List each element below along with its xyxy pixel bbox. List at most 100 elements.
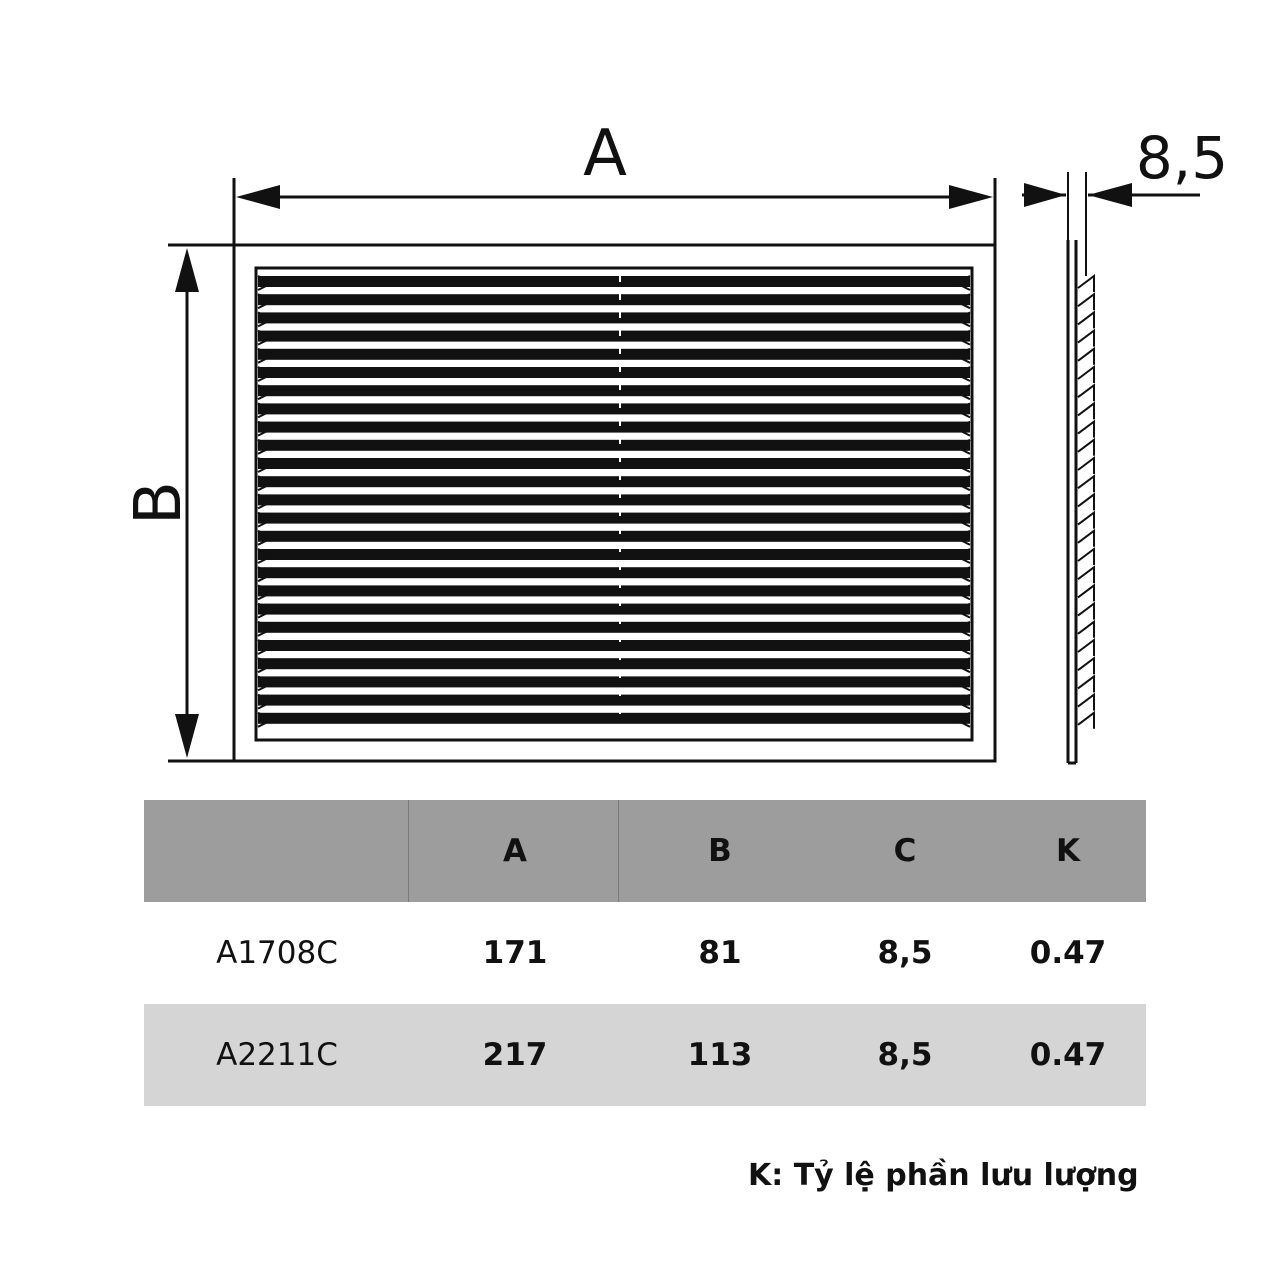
side-louver-tooth — [1077, 638, 1095, 656]
louver-end-mark — [257, 420, 275, 437]
side-louver-tooth — [1077, 437, 1095, 456]
header-cell-a: A — [503, 833, 527, 869]
louver-slat — [258, 621, 970, 633]
louver-end-mark — [953, 548, 971, 564]
side-louver-tooth — [1077, 274, 1095, 292]
value-cell-k: 0.47 — [1029, 935, 1107, 971]
louver-end-mark — [257, 493, 275, 510]
louver-slat — [258, 494, 970, 506]
louver-slat — [258, 712, 970, 724]
grille-side-view — [1066, 172, 1095, 765]
value-cell-c: 8,5 — [877, 935, 933, 971]
dimension-a-label: A — [583, 117, 627, 191]
louver-slat — [258, 640, 970, 651]
header-cell-c: C — [893, 833, 917, 869]
louver-end-mark — [257, 475, 275, 492]
header-divider — [618, 800, 619, 902]
value-cell-b: 113 — [687, 1037, 753, 1073]
side-louver-tooth — [1077, 346, 1095, 365]
model-cell: A1708C — [216, 935, 338, 971]
side-louver-tooth — [1077, 710, 1095, 729]
louver-end-mark — [953, 384, 971, 401]
louver-end-mark — [257, 639, 275, 655]
louver-slat — [258, 585, 970, 597]
louver-end-mark — [953, 275, 971, 291]
louver-slat — [258, 567, 970, 579]
louver-slat — [258, 276, 970, 287]
grille-front-view — [232, 243, 997, 763]
louver-end-mark — [257, 347, 275, 364]
side-louver-tooth — [1077, 583, 1095, 602]
louver-end-mark — [953, 620, 971, 637]
dimension-depth-label: 8,5 — [1136, 124, 1228, 192]
louver-end-mark — [953, 366, 971, 382]
spec-table: A B C K A1708C 171 81 8,5 0.47 A2211C 21… — [144, 800, 1146, 1106]
side-louver-tooth — [1077, 674, 1095, 693]
louver-end-mark — [953, 511, 971, 528]
louver-end-mark — [953, 475, 971, 492]
header-divider — [408, 800, 409, 902]
louver-end-mark — [953, 584, 971, 601]
louver-end-mark — [953, 329, 971, 346]
dimension-depth — [1022, 183, 1200, 207]
side-louver-tooth — [1077, 547, 1095, 565]
louver-end-mark — [257, 275, 275, 291]
side-louver-tooth — [1077, 474, 1095, 493]
louver-end-mark — [953, 602, 971, 619]
header-cell-b: B — [708, 833, 732, 869]
louver-slat — [258, 439, 970, 451]
louver-end-mark — [257, 366, 275, 382]
model-cell: A2211C — [216, 1037, 338, 1073]
louver-end-mark — [953, 493, 971, 510]
louver-end-mark — [257, 438, 275, 455]
side-louver-tooth — [1077, 692, 1095, 711]
side-louver-tooth — [1077, 310, 1095, 329]
side-louver-tooth — [1077, 510, 1095, 529]
louver-end-mark — [257, 511, 275, 528]
louver-end-mark — [953, 639, 971, 655]
side-louver-tooth — [1077, 619, 1095, 638]
louver-end-mark — [953, 529, 971, 546]
dimension-a — [232, 178, 997, 246]
louver-slat — [258, 694, 970, 706]
louver-end-mark — [257, 566, 275, 583]
dimension-b — [168, 243, 234, 763]
side-louver-tooth — [1077, 401, 1095, 420]
side-louver-tooth — [1077, 328, 1095, 347]
louver-end-mark — [257, 711, 275, 728]
table-row: A2211C 217 113 8,5 0.47 — [144, 1004, 1146, 1106]
side-louver-tooth — [1077, 419, 1095, 438]
value-cell-k: 0.47 — [1029, 1037, 1107, 1073]
louver-end-mark — [257, 548, 275, 564]
louver-slat — [258, 348, 970, 360]
louver-slat — [258, 330, 970, 342]
louver-end-mark — [257, 311, 275, 328]
louver-slat — [258, 512, 970, 524]
louver-slat — [258, 530, 970, 542]
value-cell-a: 171 — [482, 935, 548, 971]
louver-end-mark — [953, 657, 971, 674]
louver-end-mark — [257, 602, 275, 619]
louver-slat — [258, 312, 970, 324]
header-cell-model — [144, 800, 410, 902]
louver-end-mark — [953, 566, 971, 583]
louver-slat — [258, 458, 970, 469]
louver-end-mark — [257, 620, 275, 637]
table-header-row: A B C K — [144, 800, 1146, 902]
louver-end-mark — [953, 293, 971, 310]
louver-end-mark — [257, 584, 275, 601]
louver-slat — [258, 476, 970, 488]
louver-slat — [258, 367, 970, 378]
louver-slat — [258, 385, 970, 397]
louver-end-mark — [257, 675, 275, 692]
louver-end-mark — [257, 293, 275, 310]
louver-end-mark — [953, 347, 971, 364]
side-louver-tooth — [1077, 492, 1095, 511]
side-louver-tooth — [1077, 292, 1095, 311]
louver-end-mark — [953, 402, 971, 419]
louver-slat — [258, 549, 970, 560]
value-cell-a: 217 — [482, 1037, 548, 1073]
louver-slat — [258, 658, 970, 670]
louver-end-mark — [953, 693, 971, 710]
side-louver-tooth — [1077, 601, 1095, 620]
